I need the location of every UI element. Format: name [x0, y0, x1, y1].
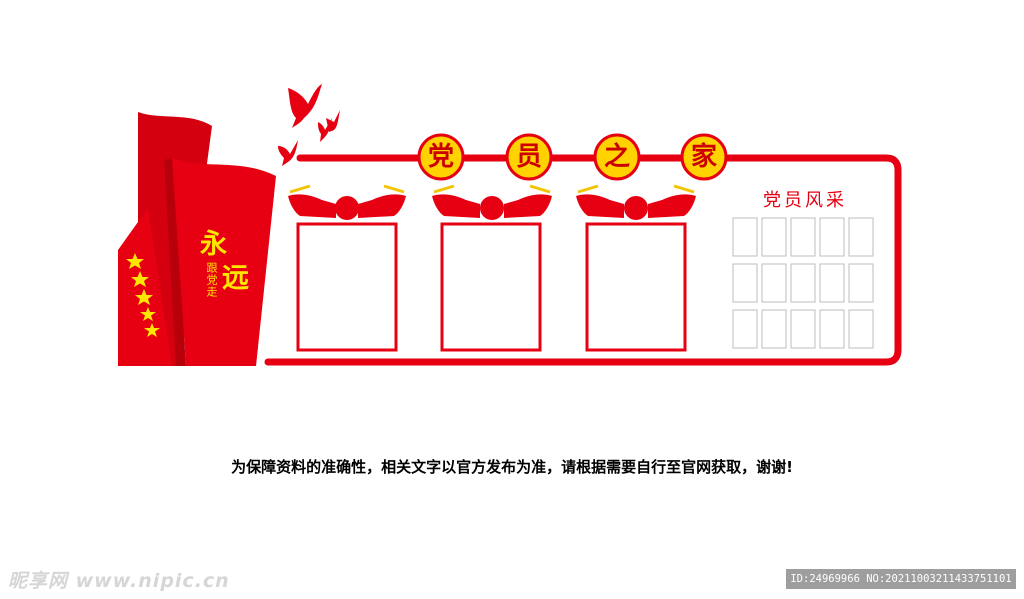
member-photo-slot	[848, 217, 874, 257]
slogan-follow-party: 跟党走	[205, 262, 218, 298]
title-badges	[417, 133, 728, 181]
flag-left-wedge	[118, 208, 172, 366]
member-photo-slot	[848, 309, 874, 349]
member-photo-slot	[848, 263, 874, 303]
member-photo-slot	[761, 217, 787, 257]
member-photo-slot	[790, 217, 816, 257]
title-char: 员	[515, 142, 542, 172]
title-badge	[505, 133, 553, 181]
member-photo-slot	[732, 217, 758, 257]
member-photo-slot	[790, 309, 816, 349]
frame-1	[288, 184, 406, 352]
star-icon	[126, 253, 144, 269]
gallery-title: 党员风采	[763, 190, 847, 211]
frame-ornament-right	[504, 194, 552, 218]
dove-icon	[288, 84, 322, 128]
title-char: 党	[427, 142, 454, 172]
title-badge	[680, 133, 728, 181]
member-photo-slot	[819, 217, 845, 257]
photo-frame	[585, 222, 687, 352]
frame-ornament-sun	[335, 196, 359, 220]
title-badge	[417, 133, 465, 181]
dove-icon	[278, 140, 298, 166]
flag-front	[172, 158, 276, 366]
member-photo-slot	[761, 309, 787, 349]
title-badge	[593, 133, 641, 181]
photo-frame	[296, 222, 398, 352]
frame-ornament-left	[576, 194, 624, 218]
frame-ornament-right	[358, 194, 406, 218]
slogan-forever-char2: 远	[222, 263, 249, 294]
frame-ornament-left	[288, 194, 336, 218]
dove-icon	[326, 110, 340, 132]
board-outline	[264, 154, 902, 366]
star-icon	[144, 323, 160, 337]
title-char: 之	[603, 142, 630, 172]
slogan-forever-char1: 永	[200, 229, 227, 260]
doves	[278, 84, 340, 166]
watermark-logo: 昵享网 www.nipic.cn	[8, 570, 230, 592]
member-photo-grid	[732, 217, 874, 349]
star-icon	[135, 289, 153, 305]
stars	[126, 253, 160, 337]
frame-3	[576, 184, 696, 352]
photo-frame	[440, 222, 542, 352]
member-photo-slot	[732, 309, 758, 349]
notice-text: 为保障资料的准确性，相关文字以官方发布为准，请根据需要自行至官网获取，谢谢!	[231, 458, 793, 476]
member-photo-slot	[732, 263, 758, 303]
star-icon	[140, 307, 156, 321]
member-photo-slot	[790, 263, 816, 303]
frame-ornament-sun	[480, 196, 504, 220]
frame-2	[432, 184, 552, 352]
frame-ornament-left	[432, 194, 480, 218]
member-photo-slot	[819, 263, 845, 303]
member-photo-slot	[819, 309, 845, 349]
frame-ornament-sun	[624, 196, 648, 220]
watermark-id: ID:24969966 NO:20211003211433751101	[786, 569, 1016, 589]
frame-ornament-right	[648, 194, 696, 218]
flag-front-shade	[164, 158, 186, 366]
title-char: 家	[690, 142, 717, 172]
star-icon	[131, 271, 149, 287]
member-photo-slot	[761, 263, 787, 303]
